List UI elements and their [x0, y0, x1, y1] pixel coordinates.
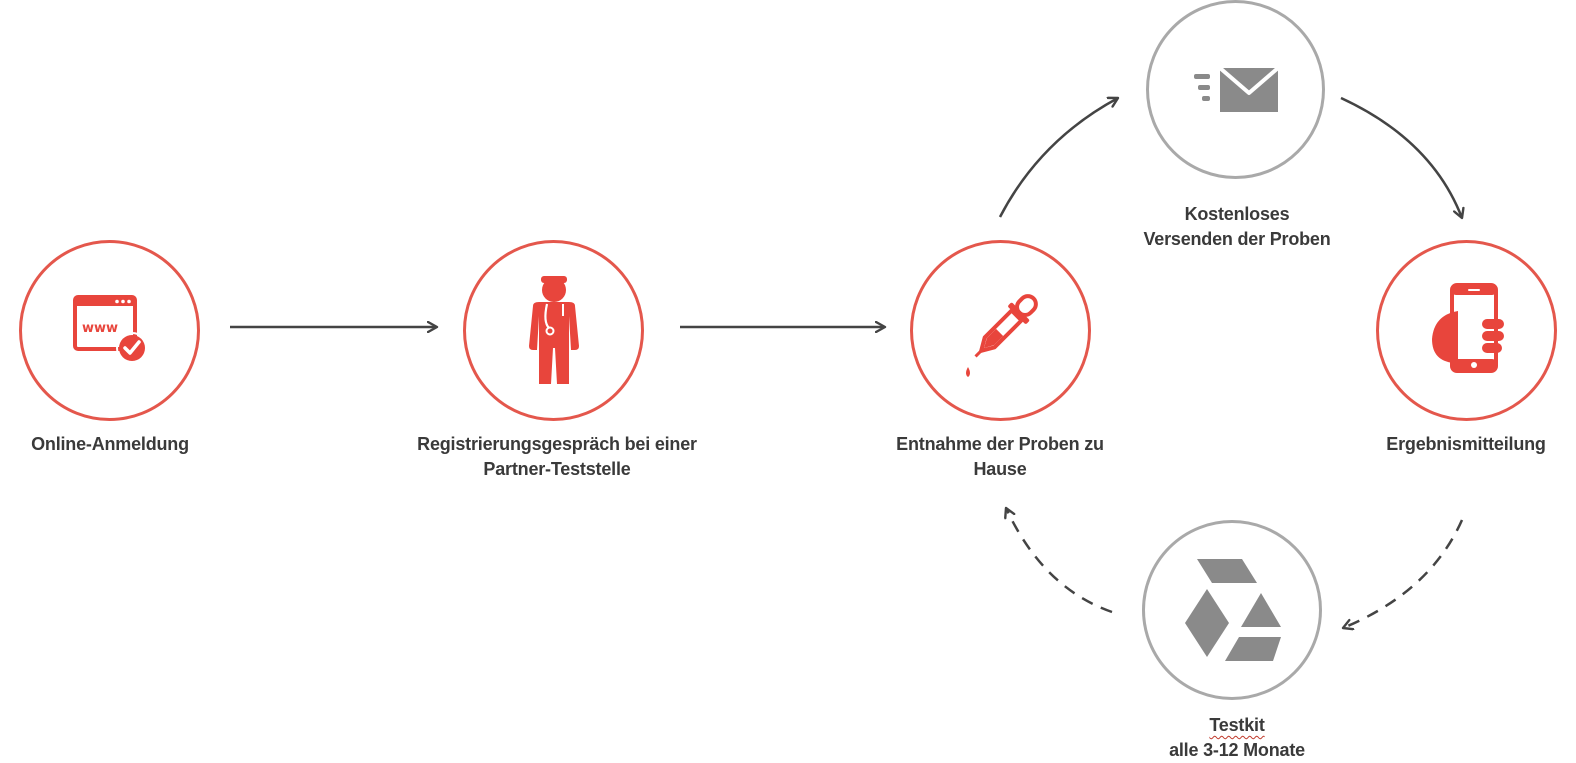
step-ergebnis [1376, 240, 1557, 421]
step-label-line: Versenden der Proben [1143, 229, 1331, 249]
www-browser-check-icon: www [72, 294, 148, 364]
box-icon [1185, 559, 1281, 661]
arrow-step3-to-step4 [998, 98, 1118, 218]
testkit-word: Testkit [1209, 715, 1265, 735]
step-entnahme [910, 240, 1091, 421]
step-label-versand: Kostenloses Versenden der Proben [1143, 202, 1330, 252]
svg-text:www: www [82, 321, 118, 336]
step-label-line: Hause [973, 459, 1027, 479]
dashed-arrow-step5-to-step6 [1343, 519, 1464, 628]
step-testkit [1142, 520, 1322, 700]
step-label-registrierung: Registrierungsgespräch bei einer Partner… [417, 432, 697, 482]
dropper-icon [965, 293, 1038, 377]
step-label-line: Entnahme der Proben zu [896, 434, 1104, 454]
step-label-line: Online-Anmeldung [31, 434, 189, 454]
dashed-arrow-step6-to-step3 [1006, 508, 1113, 614]
step-label-line: Registrierungsgespräch bei einer [417, 434, 697, 454]
step-label-line: Partner-Teststelle [483, 459, 631, 479]
doctor-icon [528, 275, 579, 384]
arrow-step4-to-step5 [1340, 96, 1462, 218]
mail-fast-icon [1193, 65, 1279, 112]
step-label-entnahme: Entnahme der Proben zu Hause [896, 432, 1104, 482]
step-label-line: Kostenloses [1184, 204, 1290, 224]
step-online-anmeldung: www [19, 240, 200, 421]
step-label-testkit: Testkit alle 3-12 Monate [1169, 713, 1305, 763]
step-label-online-anmeldung: Online-Anmeldung [31, 432, 189, 457]
step-registrierung [463, 240, 644, 421]
step-label-ergebnis: Ergebnismitteilung [1386, 432, 1546, 457]
step-label-line: Testkit alle 3-12 Monate [1169, 713, 1305, 763]
step-versand [1146, 0, 1325, 179]
phone-in-hand-icon [1431, 282, 1504, 373]
step-label-line: Ergebnismitteilung [1386, 434, 1546, 454]
